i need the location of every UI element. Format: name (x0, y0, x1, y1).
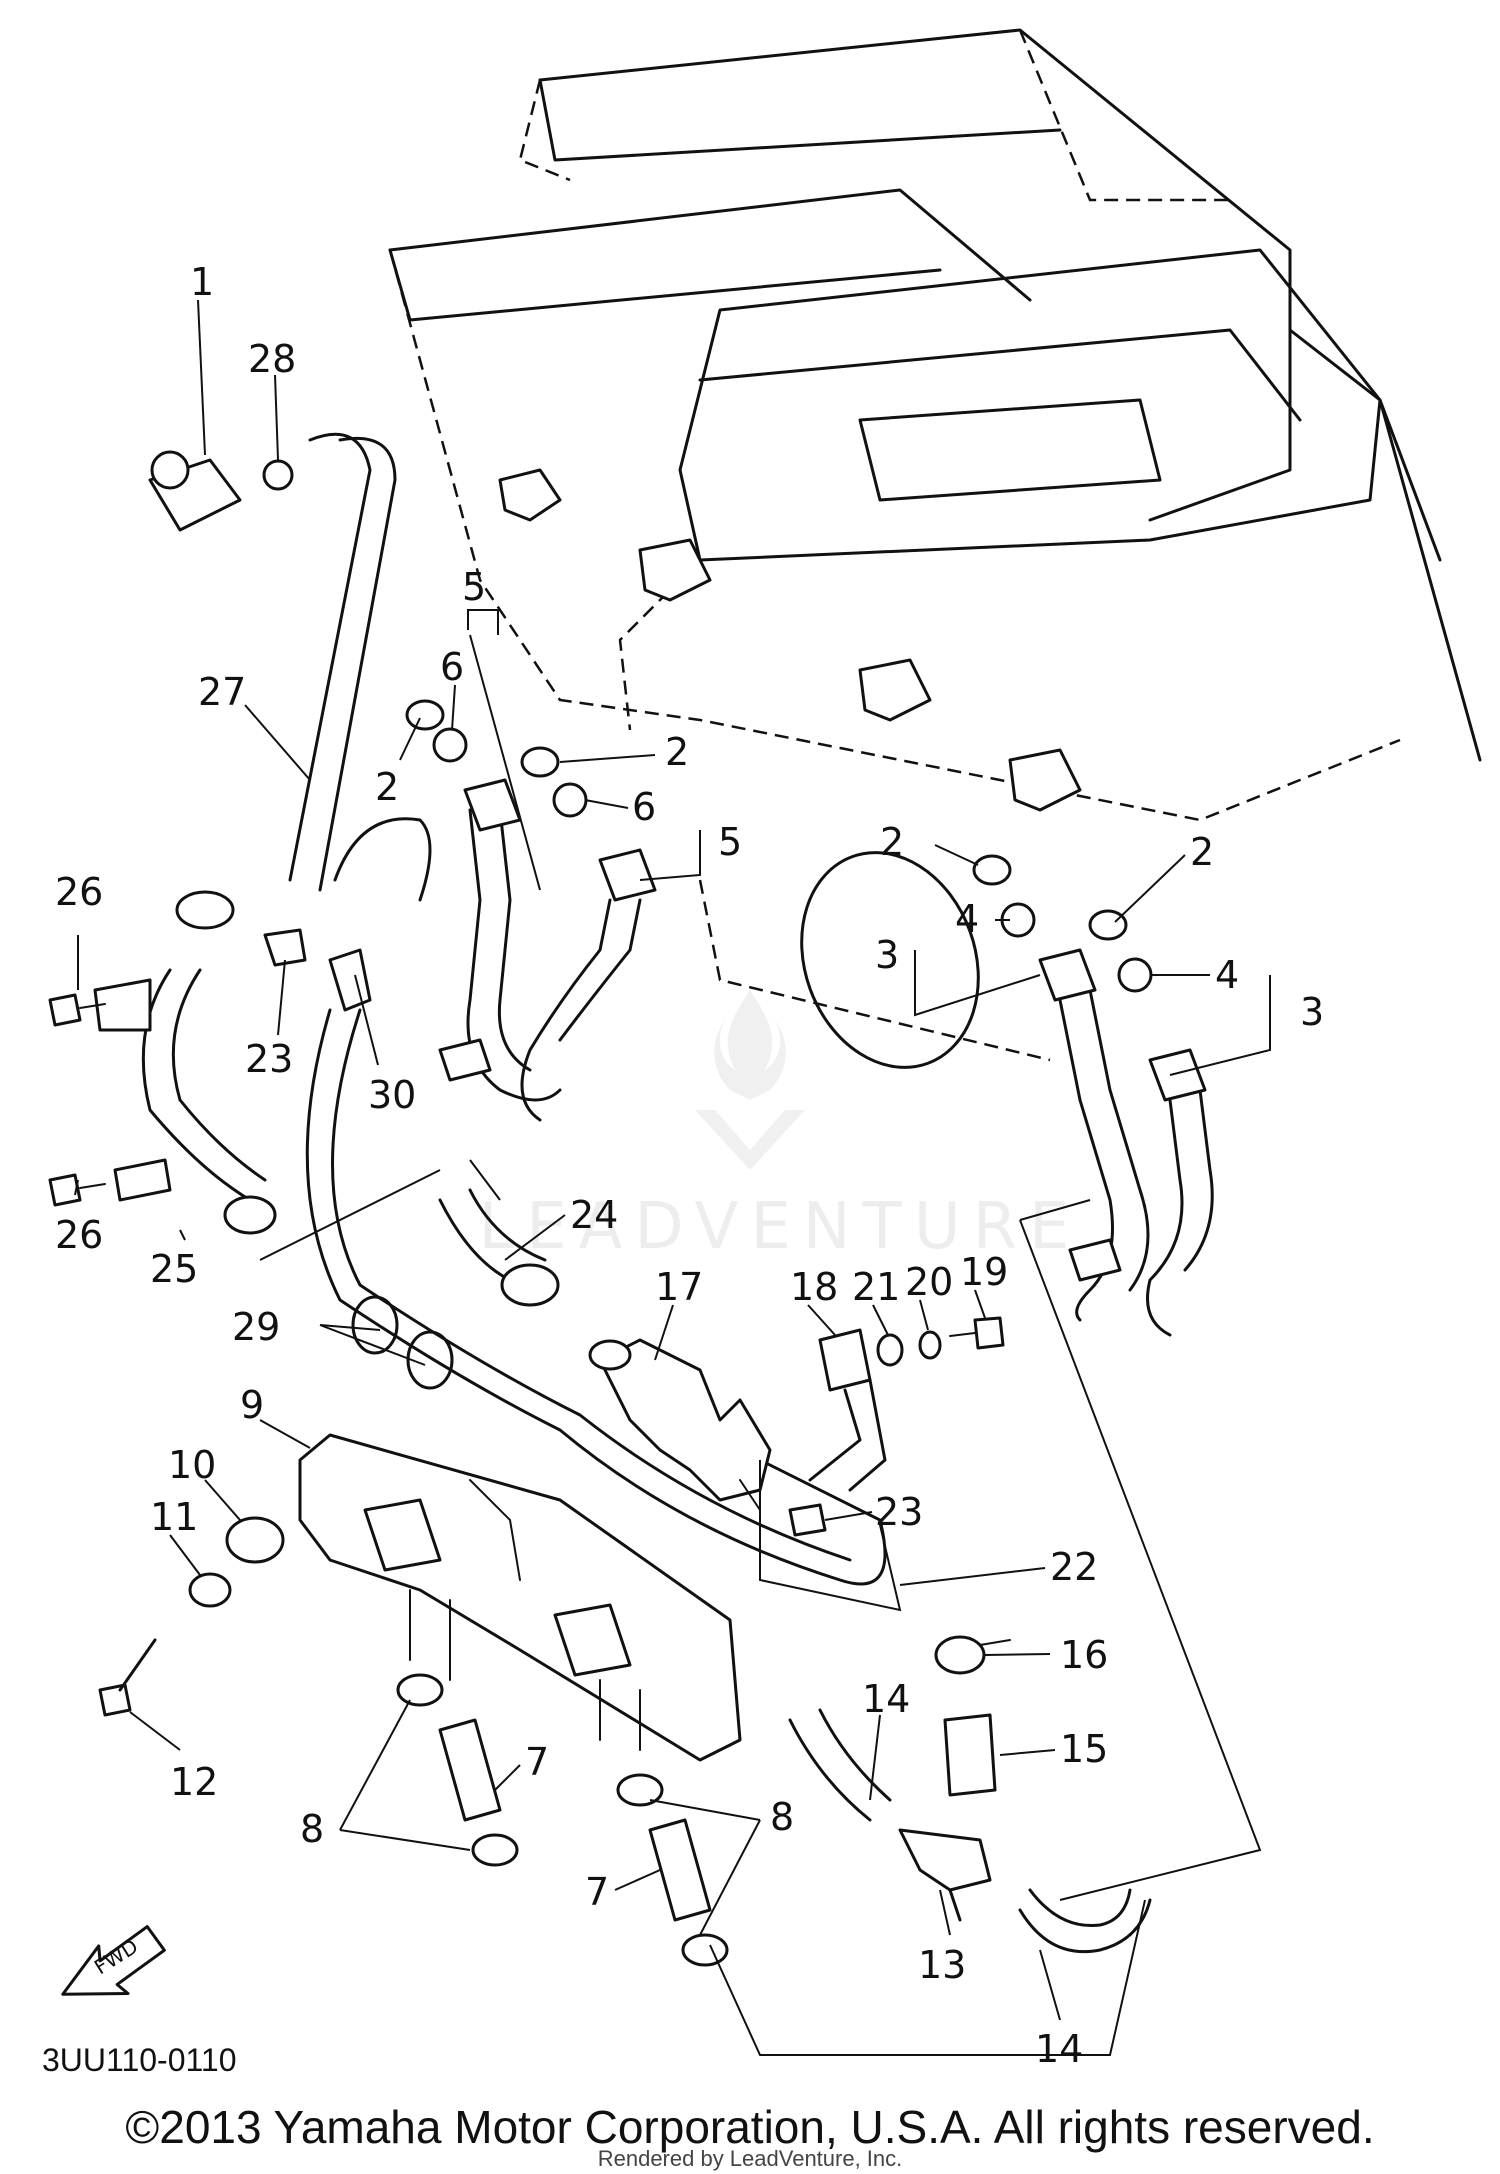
callout-27: 27 (198, 670, 246, 714)
part-27-hose (175, 432, 397, 930)
part-20-lock-washer (918, 1330, 942, 1360)
callout-7-left: 7 (525, 1740, 549, 1784)
callout-14-top: 14 (862, 1677, 910, 1721)
callout-25: 25 (150, 1247, 198, 1291)
part-8-clamps (396, 1673, 729, 1967)
callout-2-mid: 2 (665, 730, 689, 774)
callout-4-b: 4 (1215, 953, 1239, 997)
callout-26-bottom: 26 (55, 1213, 103, 1257)
leader-lines (74, 299, 1271, 2056)
callout-8-right: 8 (770, 1795, 794, 1839)
part-29-hose (305, 1008, 887, 1586)
part-2-caps-right (972, 854, 1128, 941)
part-16-clamp (934, 1635, 1011, 1675)
callout-21: 21 (852, 1265, 900, 1309)
part-21-washer (876, 1333, 904, 1367)
callout-numbers: 1 28 27 5 6 2 2 6 5 2 2 4 3 4 3 26 23 30… (55, 260, 1324, 2071)
part-3-hose-assembly-right (1038, 948, 1214, 1337)
callout-19: 19 (960, 1250, 1008, 1294)
part-26-bolts (48, 993, 106, 1207)
callout-15: 15 (1060, 1727, 1108, 1771)
callout-5-top: 5 (462, 565, 486, 609)
callout-13: 13 (918, 1943, 966, 1987)
part-19-bolt (949, 1316, 1005, 1350)
callout-5-mid: 5 (718, 820, 742, 864)
part-7-hose-left (438, 1718, 502, 1822)
callout-2-right-a: 2 (880, 820, 904, 864)
callout-2-right-b: 2 (1190, 830, 1214, 874)
callout-30: 30 (368, 1073, 416, 1117)
part-11-collar (188, 1572, 232, 1608)
engine-outline (388, 28, 1482, 1069)
part-13-tee (898, 1828, 992, 1922)
callout-1: 1 (190, 260, 214, 304)
part-18-bracket (808, 1328, 887, 1492)
callout-10: 10 (168, 1443, 216, 1487)
part-23-clip-upper (263, 928, 307, 967)
part-1-elbow-fitting (148, 450, 242, 532)
callout-6-mid: 6 (632, 785, 656, 829)
callout-3-a: 3 (875, 933, 899, 977)
callout-28: 28 (248, 337, 296, 381)
part-5-hose-assembly-left (438, 778, 657, 1122)
part-14-hose-lower (1018, 1888, 1152, 1954)
copyright-notice: ©2013 Yamaha Motor Corporation, U.S.A. A… (125, 2101, 1375, 2153)
callout-16: 16 (1060, 1633, 1108, 1677)
callout-4-a: 4 (955, 897, 979, 941)
callout-8-left: 8 (300, 1807, 324, 1851)
render-credit: Rendered by LeadVenture, Inc. (597, 2146, 903, 2171)
leadventure-logo-watermark (695, 990, 805, 1170)
callout-20: 20 (905, 1260, 953, 1304)
part-24-hose (438, 1188, 560, 1307)
callout-17: 17 (655, 1265, 703, 1309)
part-9-plate-assembly (298, 1433, 742, 1762)
callout-3-b: 3 (1300, 990, 1324, 1034)
callout-12: 12 (170, 1760, 218, 1804)
part-12-bolt (98, 1638, 157, 1717)
part-15-hose (943, 1713, 997, 1797)
part-7-hose-right (648, 1818, 712, 1922)
part-28-o-ring (262, 459, 294, 491)
callout-2-left: 2 (375, 765, 399, 809)
fwd-arrow: FWD (61, 1925, 166, 1996)
callout-7-right: 7 (585, 1870, 609, 1914)
part-23-clip-lower (788, 1503, 827, 1537)
callout-24: 24 (570, 1193, 618, 1237)
part-25-hose (93, 968, 277, 1235)
callout-14-bottom: 14 (1035, 2027, 1083, 2071)
callout-6-top: 6 (440, 645, 464, 689)
callout-9: 9 (240, 1383, 264, 1427)
part-17-reed-valve (588, 1338, 772, 1511)
callout-22: 22 (1050, 1545, 1098, 1589)
callout-18: 18 (790, 1265, 838, 1309)
part-2-caps-left (405, 699, 560, 778)
callout-23-bottom: 23 (875, 1490, 923, 1534)
callout-11: 11 (150, 1495, 198, 1539)
part-30-hose (328, 817, 432, 1012)
callout-23-top: 23 (245, 1037, 293, 1081)
callout-29: 29 (232, 1305, 280, 1349)
callout-26-top: 26 (55, 870, 103, 914)
diagram-code: 3UU110-0110 (42, 2042, 237, 2078)
part-10-grommet (225, 1516, 285, 1564)
part-14-hose-upper (788, 1708, 892, 1822)
watermark-text: LEADVENTURE (478, 1190, 1082, 1264)
